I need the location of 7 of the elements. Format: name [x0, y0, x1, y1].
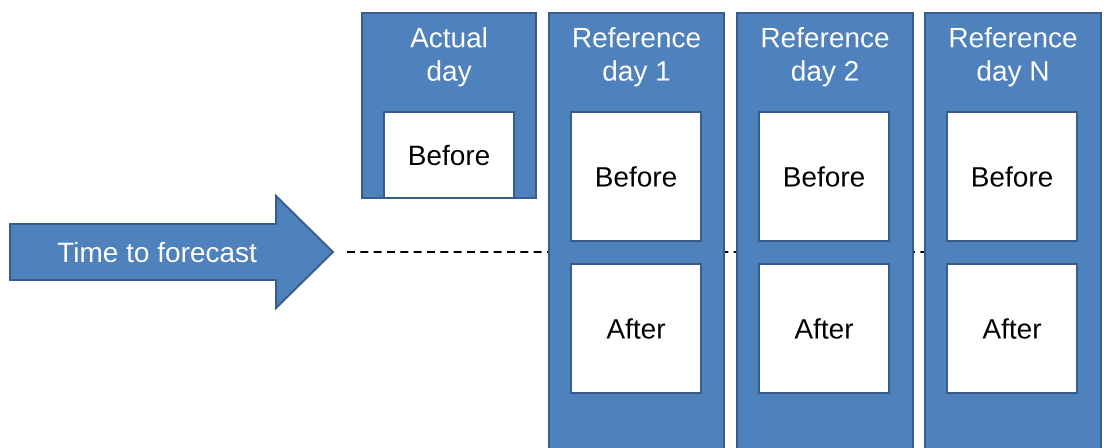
text-box: After [946, 263, 1078, 394]
text-box: After [570, 263, 702, 394]
text-box: Before [758, 111, 890, 242]
text-box: After [758, 263, 890, 394]
text-box: Before [383, 111, 515, 199]
text-box: Before [946, 111, 1078, 242]
text-box: Before [570, 111, 702, 242]
